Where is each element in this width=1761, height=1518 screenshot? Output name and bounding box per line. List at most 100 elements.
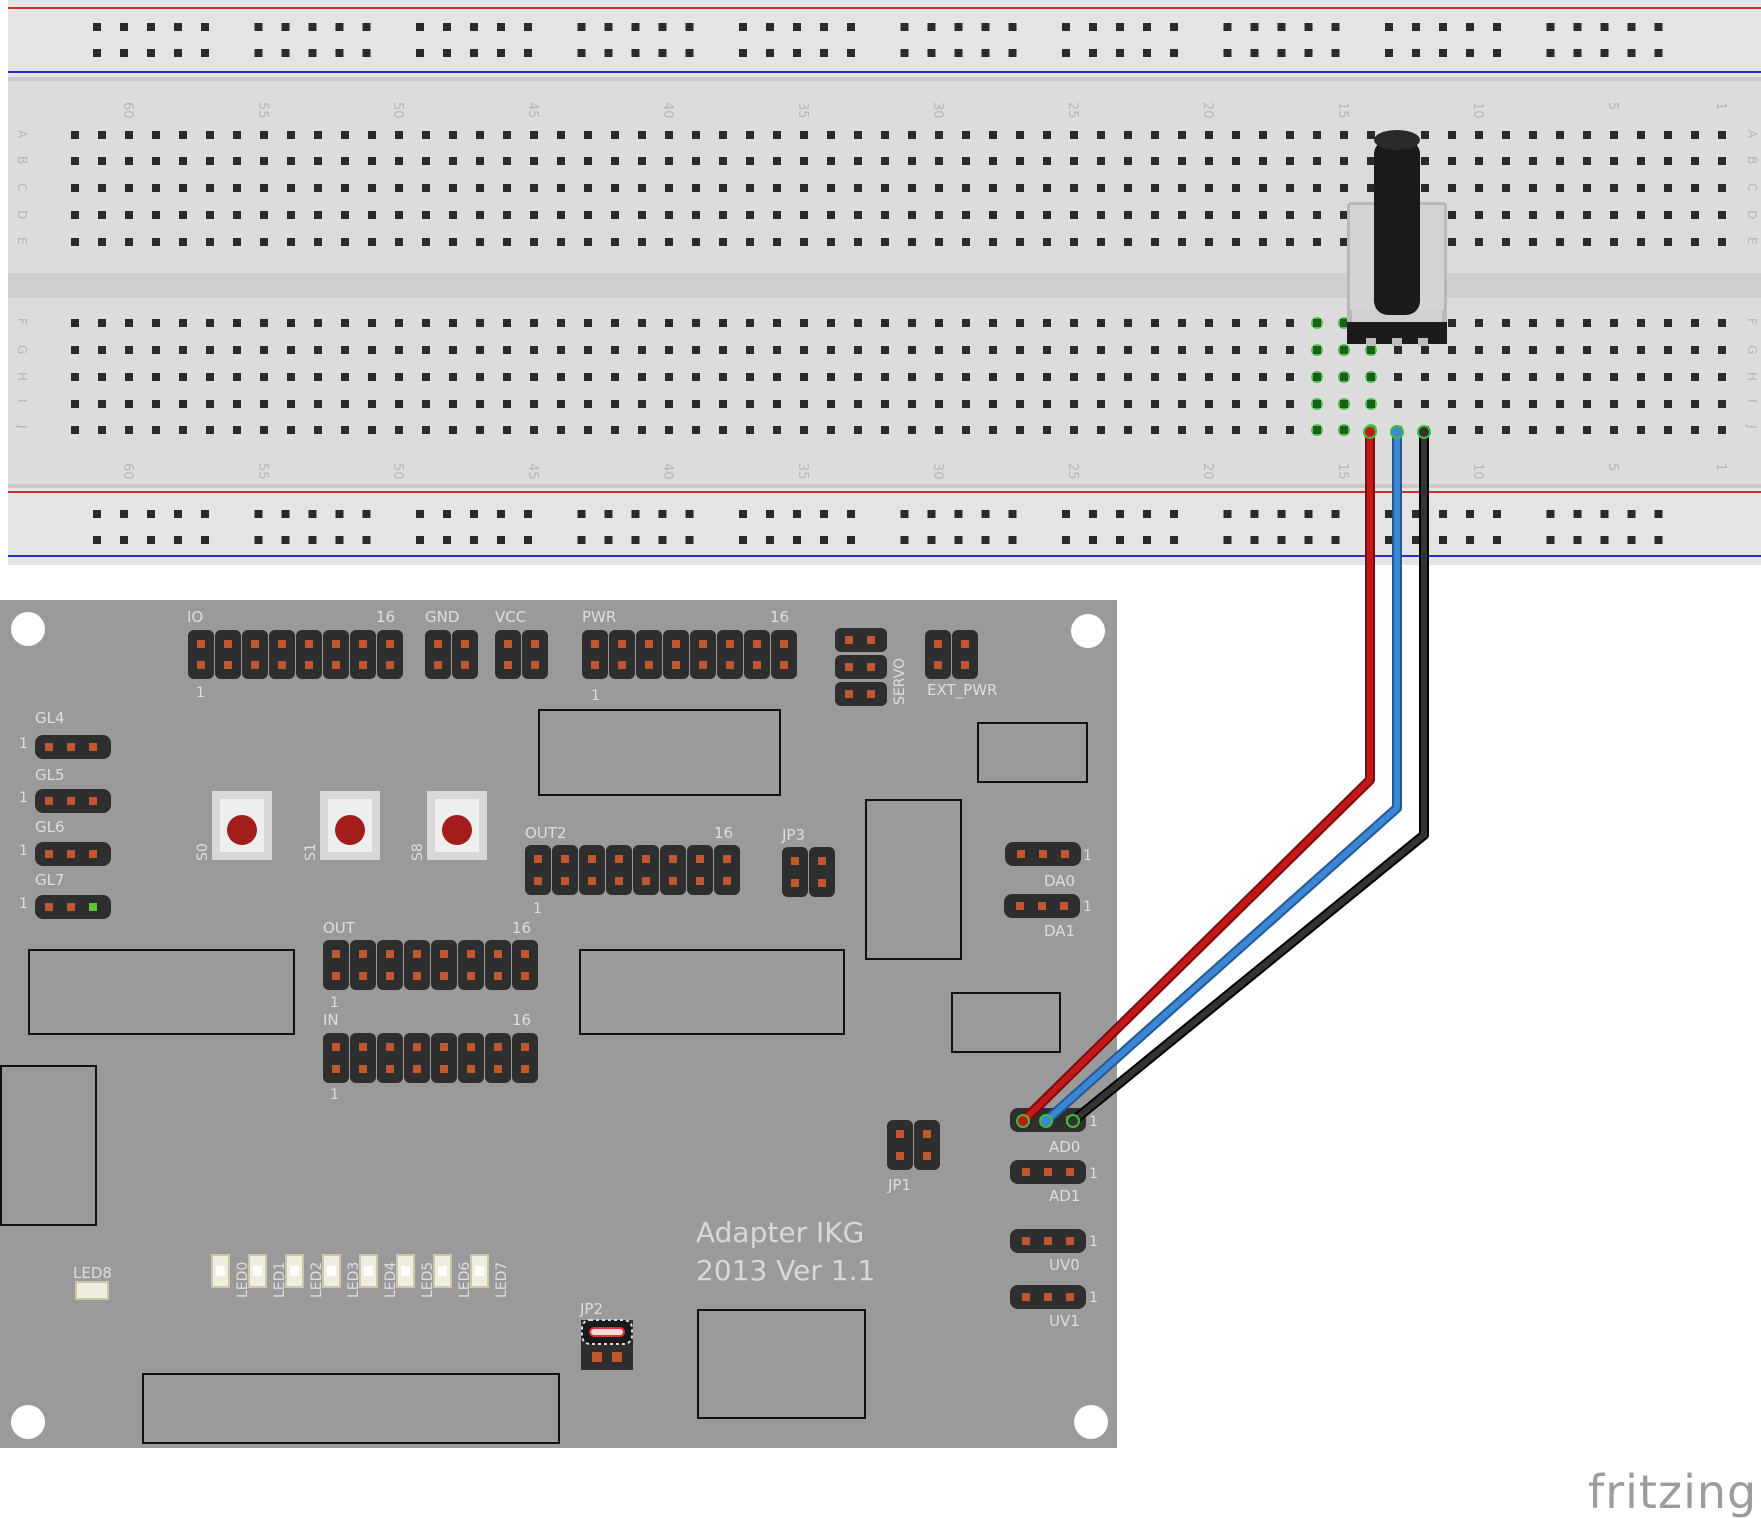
breadboard-hole[interactable] — [314, 238, 322, 246]
potentiometer[interactable] — [1347, 130, 1447, 346]
rail-hole[interactable] — [1412, 510, 1420, 518]
rail-hole[interactable] — [470, 23, 478, 31]
breadboard-hole[interactable] — [1637, 319, 1645, 327]
rail-hole[interactable] — [201, 536, 209, 544]
breadboard-hole[interactable] — [260, 373, 268, 381]
breadboard-hole[interactable] — [746, 157, 754, 165]
breadboard-hole[interactable] — [503, 346, 511, 354]
rail-hole[interactable] — [739, 536, 747, 544]
in-header[interactable] — [323, 1033, 538, 1083]
rail-hole[interactable] — [1250, 23, 1259, 31]
rail-hole[interactable] — [1466, 536, 1474, 544]
breadboard-hole[interactable] — [1529, 184, 1537, 192]
breadboard-hole[interactable] — [1016, 373, 1024, 381]
breadboard-hole[interactable] — [503, 131, 511, 139]
breadboard-hole[interactable] — [1313, 131, 1321, 139]
breadboard-hole[interactable] — [665, 426, 673, 434]
rail-hole[interactable] — [1654, 23, 1663, 31]
breadboard-hole[interactable] — [1421, 184, 1429, 192]
breadboard-hole[interactable] — [665, 373, 673, 381]
rail-hole[interactable] — [362, 23, 371, 31]
breadboard-hole[interactable] — [935, 211, 943, 219]
rail-hole[interactable] — [1385, 536, 1393, 544]
breadboard-hole[interactable] — [854, 184, 862, 192]
breadboard-hole[interactable] — [854, 373, 862, 381]
breadboard-hole[interactable] — [908, 400, 916, 408]
rail-hole[interactable] — [927, 23, 936, 31]
rail-hole[interactable] — [1600, 49, 1609, 57]
rail-hole[interactable] — [93, 49, 101, 57]
breadboard-hole[interactable] — [125, 131, 133, 139]
rail-hole[interactable] — [981, 536, 990, 544]
breadboard-hole[interactable] — [1232, 184, 1240, 192]
rail-hole[interactable] — [1654, 49, 1663, 57]
breadboard-hole[interactable] — [908, 346, 916, 354]
breadboard-hole[interactable] — [71, 157, 79, 165]
breadboard-hole[interactable] — [1610, 426, 1618, 434]
breadboard-hole[interactable] — [1529, 373, 1537, 381]
breadboard-hole[interactable] — [1043, 238, 1051, 246]
rail-hole[interactable] — [1331, 49, 1340, 57]
breadboard-hole[interactable] — [1097, 319, 1105, 327]
gnd-header[interactable] — [425, 630, 478, 679]
breadboard-hole[interactable] — [152, 373, 160, 381]
rail-hole[interactable] — [981, 510, 990, 518]
vcc-header[interactable] — [495, 630, 548, 679]
breadboard-hole[interactable] — [476, 184, 484, 192]
breadboard-hole[interactable] — [98, 238, 106, 246]
rail-hole[interactable] — [577, 510, 586, 518]
breadboard-hole[interactable] — [449, 211, 457, 219]
breadboard-hole[interactable] — [1097, 157, 1105, 165]
breadboard-hole[interactable] — [1583, 184, 1591, 192]
breadboard-hole[interactable] — [611, 184, 619, 192]
breadboard-hole[interactable] — [1556, 184, 1564, 192]
breadboard-hole[interactable] — [1718, 238, 1726, 246]
breadboard-hole[interactable] — [503, 157, 511, 165]
breadboard-hole[interactable] — [1610, 211, 1618, 219]
breadboard-hole[interactable] — [1691, 184, 1699, 192]
breadboard-hole[interactable] — [1664, 400, 1672, 408]
breadboard-hole[interactable] — [341, 373, 349, 381]
breadboard-hole[interactable] — [854, 238, 862, 246]
breadboard-hole[interactable] — [287, 184, 295, 192]
breadboard-hole[interactable] — [719, 238, 727, 246]
breadboard-hole[interactable] — [125, 346, 133, 354]
breadboard-hole[interactable] — [314, 319, 322, 327]
breadboard-hole[interactable] — [719, 184, 727, 192]
breadboard-hole[interactable] — [962, 373, 970, 381]
breadboard-hole[interactable] — [1016, 184, 1024, 192]
breadboard-hole[interactable] — [395, 238, 403, 246]
rail-hole[interactable] — [335, 536, 344, 544]
breadboard-hole[interactable] — [1124, 157, 1132, 165]
breadboard-hole[interactable] — [800, 157, 808, 165]
rail-hole[interactable] — [847, 536, 855, 544]
breadboard-hole[interactable] — [152, 157, 160, 165]
rail-hole[interactable] — [308, 510, 317, 518]
breadboard-hole[interactable] — [314, 184, 322, 192]
breadboard-hole[interactable] — [125, 426, 133, 434]
breadboard-hole[interactable] — [1259, 346, 1267, 354]
breadboard-hole[interactable] — [1394, 346, 1402, 354]
breadboard-hole[interactable] — [287, 238, 295, 246]
breadboard-hole[interactable] — [1205, 131, 1213, 139]
breadboard-hole[interactable] — [1043, 319, 1051, 327]
ext-pwr-header[interactable] — [925, 630, 978, 679]
rail-hole[interactable] — [120, 49, 128, 57]
breadboard-hole[interactable] — [611, 400, 619, 408]
rail-hole[interactable] — [1062, 536, 1070, 544]
breadboard-hole[interactable] — [935, 319, 943, 327]
breadboard-hole[interactable] — [1259, 238, 1267, 246]
breadboard-hole[interactable] — [476, 319, 484, 327]
breadboard-hole[interactable] — [341, 426, 349, 434]
rail-hole[interactable] — [1331, 23, 1340, 31]
rail-hole[interactable] — [1412, 23, 1420, 31]
breadboard-hole[interactable] — [1070, 238, 1078, 246]
breadboard-hole[interactable] — [1718, 131, 1726, 139]
rail-hole[interactable] — [470, 510, 478, 518]
breadboard-hole[interactable] — [206, 131, 214, 139]
breadboard-hole[interactable] — [854, 131, 862, 139]
breadboard-hole[interactable] — [1151, 184, 1159, 192]
breadboard-hole[interactable] — [1151, 426, 1159, 434]
breadboard-hole[interactable] — [773, 211, 781, 219]
jp3-header[interactable] — [782, 847, 835, 897]
